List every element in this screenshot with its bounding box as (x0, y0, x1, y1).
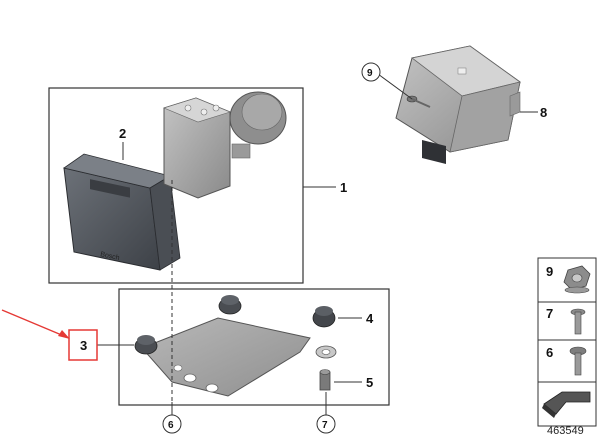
rubber-mount-left[interactable] (134, 335, 158, 355)
rubber-mount-top[interactable] (218, 295, 242, 315)
leader-9 (377, 73, 413, 100)
highlight-arrow (1, 309, 65, 337)
sleeve-5[interactable] (319, 369, 331, 391)
callout-4[interactable]: 4 (366, 311, 374, 326)
callout-5[interactable]: 5 (366, 375, 373, 390)
group-box-1 (48, 87, 304, 284)
mounting-bracket[interactable] (141, 317, 311, 397)
svg-text:9: 9 (367, 68, 373, 79)
ecu-module[interactable]: Bosch (63, 153, 181, 271)
control-unit[interactable] (395, 45, 521, 164)
callout-3[interactable]: 3 (80, 338, 87, 353)
hydraulic-unit[interactable] (163, 91, 287, 199)
diagram-id: 463549 (547, 425, 584, 437)
legend-item-6[interactable]: 6 (546, 345, 587, 376)
legend: 9 7 6 463549 (537, 257, 597, 437)
highlight-arrowhead (58, 330, 70, 339)
svg-text:6: 6 (546, 345, 553, 360)
washer-4[interactable] (315, 345, 337, 359)
callout-1[interactable]: 1 (340, 180, 347, 195)
legend-item-7[interactable]: 7 (546, 306, 586, 335)
callout-9-circle[interactable]: 9 (361, 62, 381, 82)
module-marking: Bosch (100, 251, 121, 262)
callout-2[interactable]: 2 (119, 126, 126, 141)
group-box-bracket (118, 288, 390, 406)
legend-item-9[interactable]: 9 (546, 264, 591, 294)
rubber-mount-4[interactable] (312, 306, 336, 328)
svg-text:9: 9 (546, 264, 553, 279)
svg-text:6: 6 (168, 420, 174, 431)
legend-arrow-icon (542, 391, 591, 418)
svg-text:7: 7 (546, 306, 553, 321)
svg-text:7: 7 (322, 420, 328, 431)
highlight-box[interactable] (68, 329, 98, 361)
callout-8[interactable]: 8 (540, 105, 547, 120)
callout-6-circle[interactable]: 6 (162, 414, 182, 434)
callout-7-circle[interactable]: 7 (316, 414, 336, 434)
